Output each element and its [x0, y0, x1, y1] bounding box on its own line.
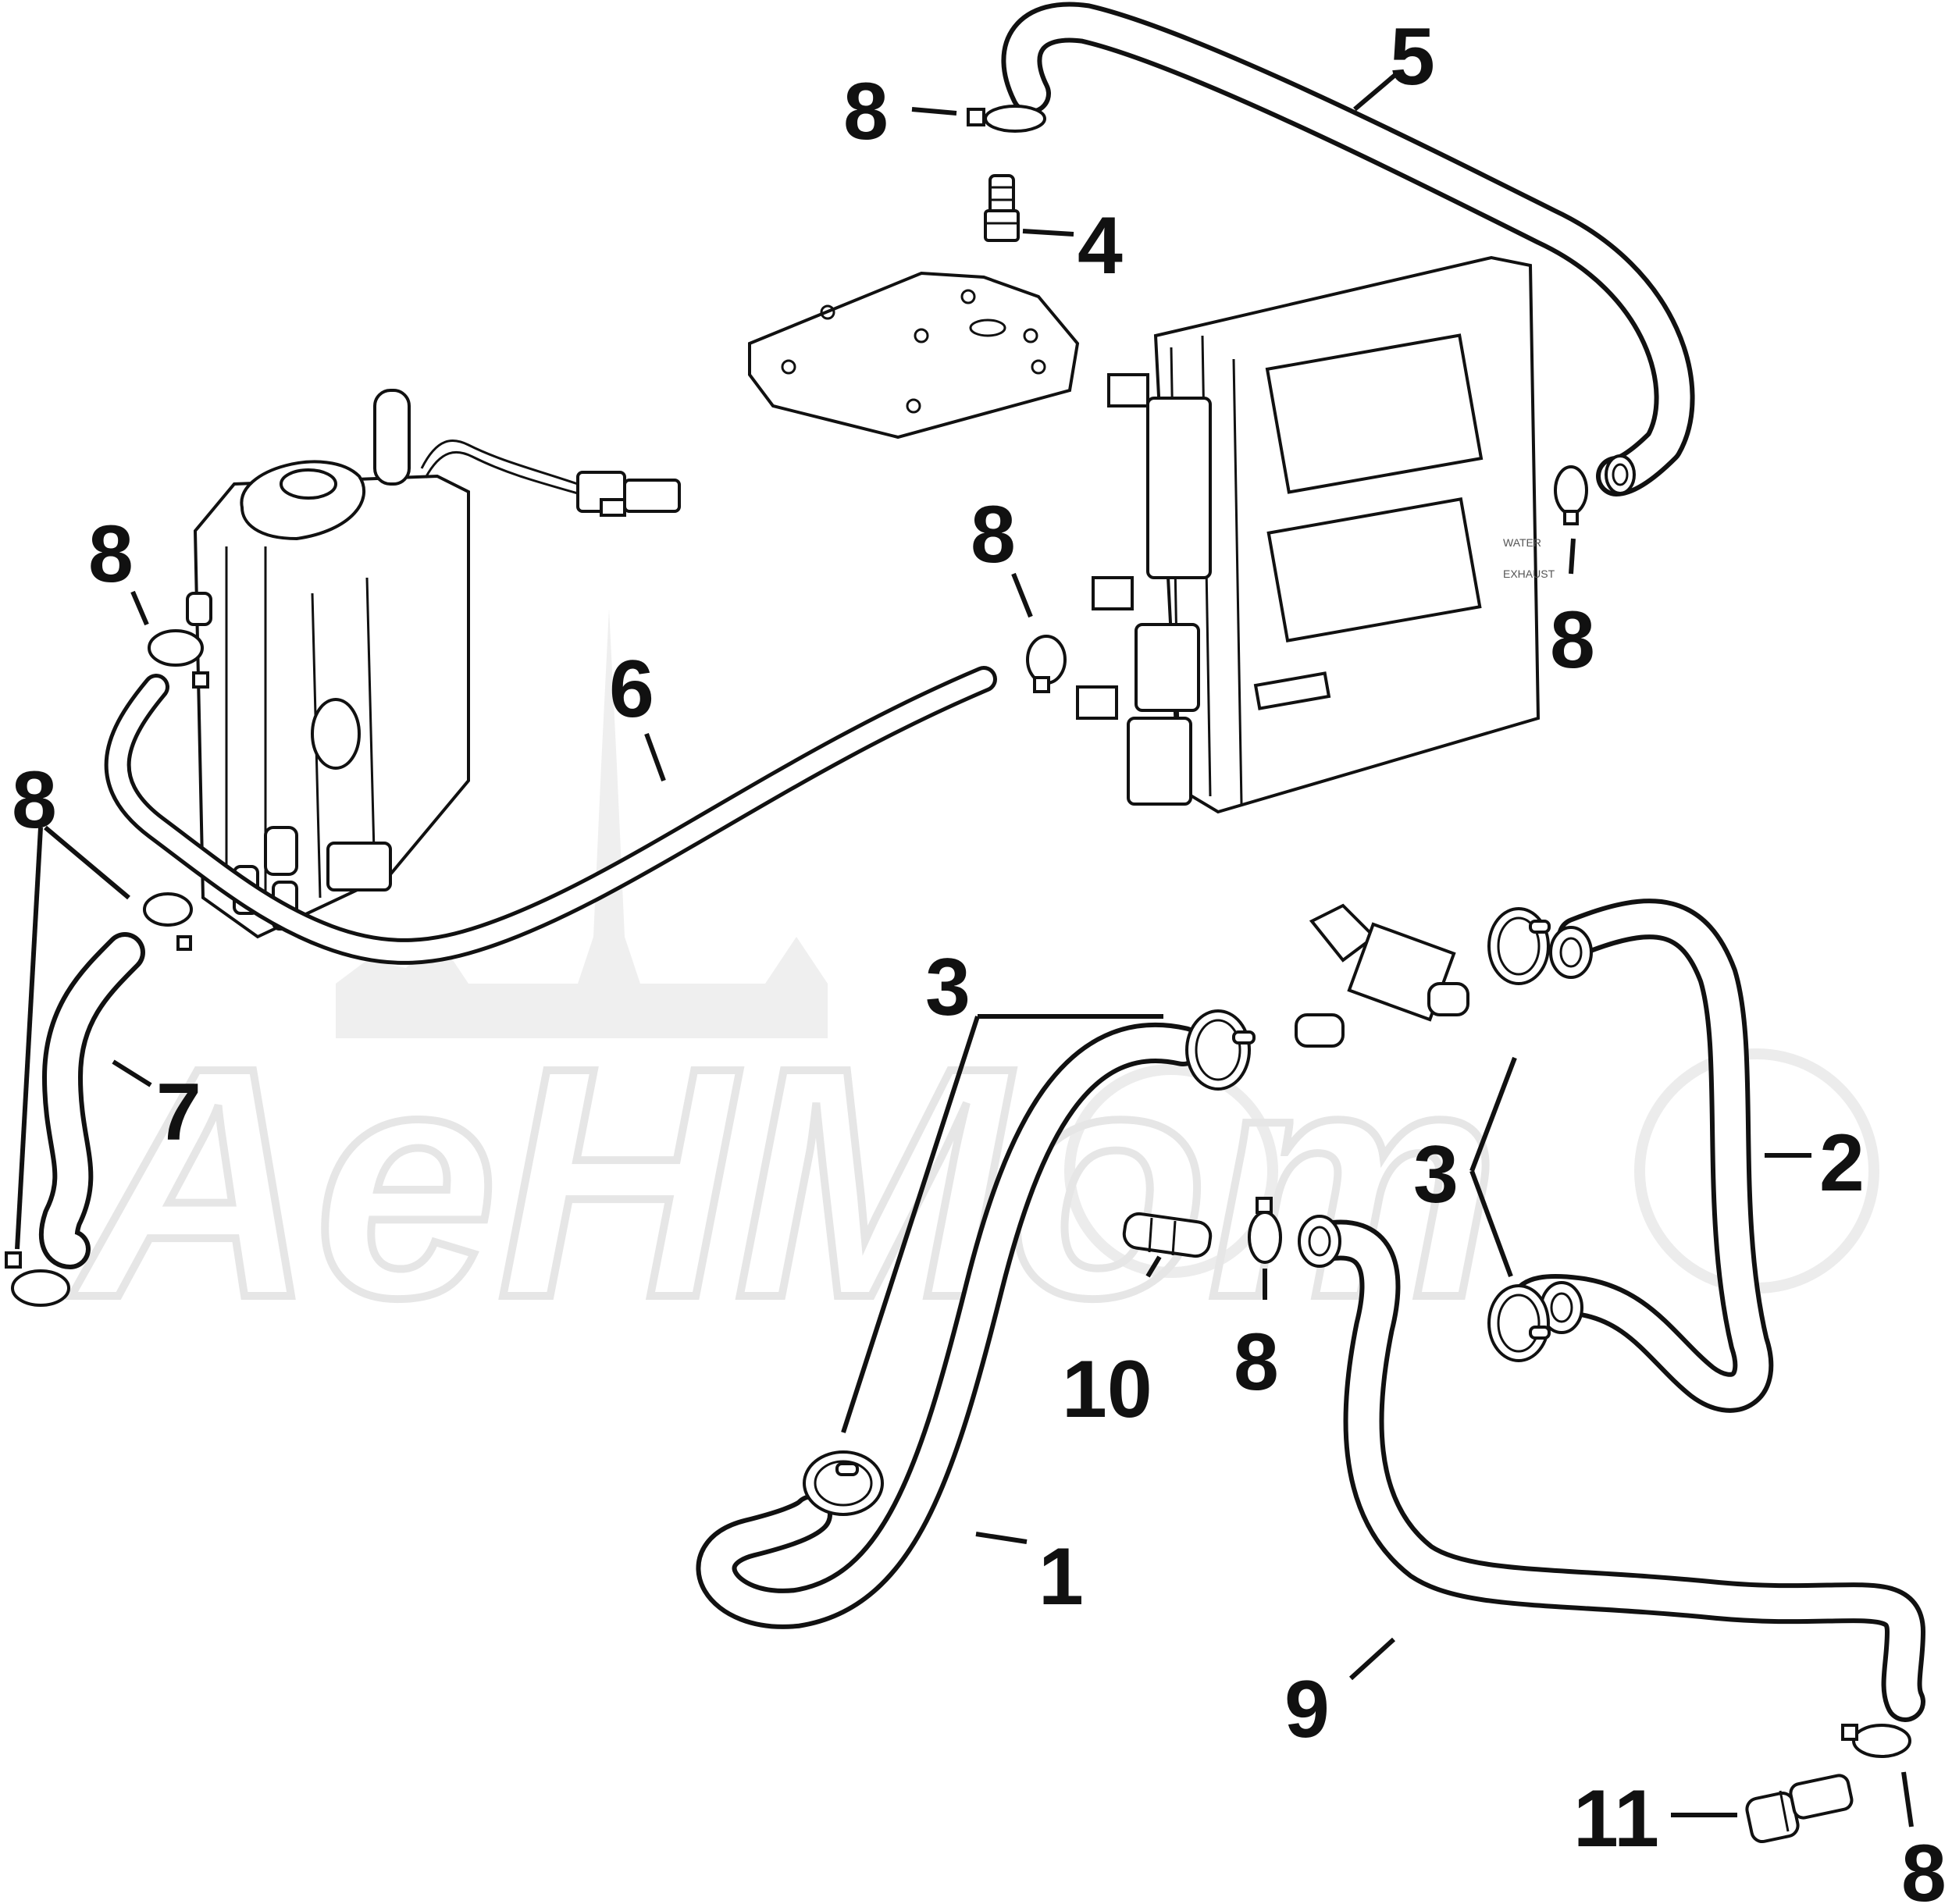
watermark-text: AeHMom [68, 1000, 1499, 1366]
callout-7: 7 [156, 1067, 201, 1158]
callout-2: 2 [1819, 1118, 1865, 1208]
callout-4: 4 [1078, 201, 1123, 291]
callout-11: 11 [1573, 1774, 1659, 1864]
tee-fitting [1295, 903, 1469, 1048]
callout-8-top: 8 [843, 66, 889, 157]
clamp-hose5-top [967, 105, 1046, 133]
hose-9 [1298, 1215, 1925, 1722]
watermark: AeHMom [64, 609, 1879, 1370]
callout-labels: 8 4 5 8 8 8 6 8 7 3 3 10 8 2 1 9 11 8 [12, 12, 1947, 1904]
callout-8-bottom-right: 8 [1901, 1828, 1947, 1904]
clamp-3-hose2-bottom [1487, 1284, 1551, 1362]
hose-7 [38, 932, 145, 1269]
callout-6: 6 [609, 644, 654, 735]
clamp-3-hose1-bottom [803, 1450, 884, 1516]
callout-8-separator: 8 [88, 509, 134, 600]
clamp-left-bottom [5, 1251, 70, 1307]
clamp-ecu-left [1026, 635, 1067, 693]
clamp-bottom-right [1841, 1724, 1911, 1758]
callout-3-right: 3 [1413, 1130, 1459, 1220]
hose-5 [1001, 2, 1695, 496]
fitting-10 [1122, 1212, 1213, 1258]
separator-unit [186, 389, 681, 939]
callout-8-ecu-right: 8 [1550, 595, 1595, 685]
callout-9: 9 [1284, 1664, 1330, 1755]
callout-10: 10 [1062, 1344, 1152, 1435]
ecu-module: WATER EXHAUST [1076, 255, 1555, 814]
callout-8-ecu-left: 8 [971, 489, 1016, 580]
clamp-3-hose1-top [1185, 1009, 1256, 1091]
leader-lines [15, 72, 1914, 1827]
svg-text:WATER: WATER [1503, 536, 1541, 549]
callout-1: 1 [1038, 1532, 1084, 1622]
clamp-separator-bottom [143, 892, 193, 951]
clamp-mid [1248, 1197, 1282, 1264]
callout-8-mid: 8 [1234, 1317, 1279, 1408]
svg-text:EXHAUST: EXHAUST [1503, 568, 1555, 580]
cover-plate [748, 271, 1080, 440]
callout-5: 5 [1390, 12, 1435, 102]
fitting-11 [1745, 1774, 1854, 1844]
hose-6 [104, 666, 997, 965]
clamp-ecu-right [1554, 465, 1588, 525]
callout-8-left: 8 [12, 755, 57, 845]
clamp-3-hose2-top [1487, 907, 1551, 985]
clamp-separator-top [148, 629, 209, 689]
callout-3-left: 3 [925, 942, 971, 1033]
hose-1 [696, 1022, 1203, 1629]
fitting-4 [984, 174, 1020, 242]
